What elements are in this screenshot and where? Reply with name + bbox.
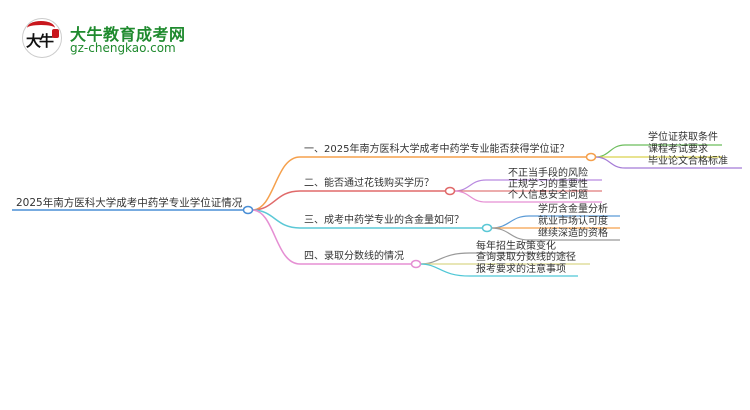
branch-topic-4[interactable]: 四、录取分数线的情况 <box>304 251 404 262</box>
branch-4-node-handle[interactable] <box>410 259 422 269</box>
subtopic-3-2[interactable]: 就业市场认可度 <box>538 216 608 227</box>
logo-title: 大牛教育成考网 <box>70 25 186 44</box>
subtopic-1-2[interactable]: 课程考试要求 <box>648 144 708 155</box>
root-node-handle[interactable] <box>242 205 254 215</box>
branch-topic-1[interactable]: 一、2025年南方医科大学成考中药学专业能否获得学位证？ <box>304 144 570 155</box>
root-topic[interactable]: 2025年南方医科大学成考中药学专业学位证情况 <box>16 197 243 209</box>
subtopic-4-1[interactable]: 每年招生政策变化 <box>476 241 556 252</box>
subtopic-4-2[interactable]: 查询录取分数线的途径 <box>476 252 576 263</box>
subtopic-2-2[interactable]: 正规学习的重要性 <box>508 179 588 190</box>
logo-url: gz-chengkao.com <box>70 41 176 55</box>
subtopic-3-1[interactable]: 学历含金量分析 <box>538 204 608 215</box>
logo-mark-icon: 大牛 <box>22 18 62 58</box>
subtopic-3-3[interactable]: 继续深造的资格 <box>538 228 608 239</box>
subtopic-4-3[interactable]: 报考要求的注意事项 <box>476 264 566 275</box>
branch-topic-2[interactable]: 二、能否通过花钱购买学历？ <box>304 178 434 189</box>
subtopic-1-1[interactable]: 学位证获取条件 <box>648 132 718 143</box>
subtopic-1-3[interactable]: 毕业论文合格标准 <box>648 156 728 167</box>
branch-3-node-handle[interactable] <box>481 223 493 233</box>
subtopic-2-1[interactable]: 不正当手段的风险 <box>508 168 588 179</box>
branch-topic-3[interactable]: 三、成考中药学专业的含金量如何？ <box>304 215 464 226</box>
site-logo[interactable]: 大牛 大牛教育成考网 gz-chengkao.com <box>14 14 214 62</box>
branch-1-node-handle[interactable] <box>585 152 597 162</box>
subtopic-2-3[interactable]: 个人信息安全问题 <box>508 190 588 201</box>
branch-2-node-handle[interactable] <box>444 186 456 196</box>
